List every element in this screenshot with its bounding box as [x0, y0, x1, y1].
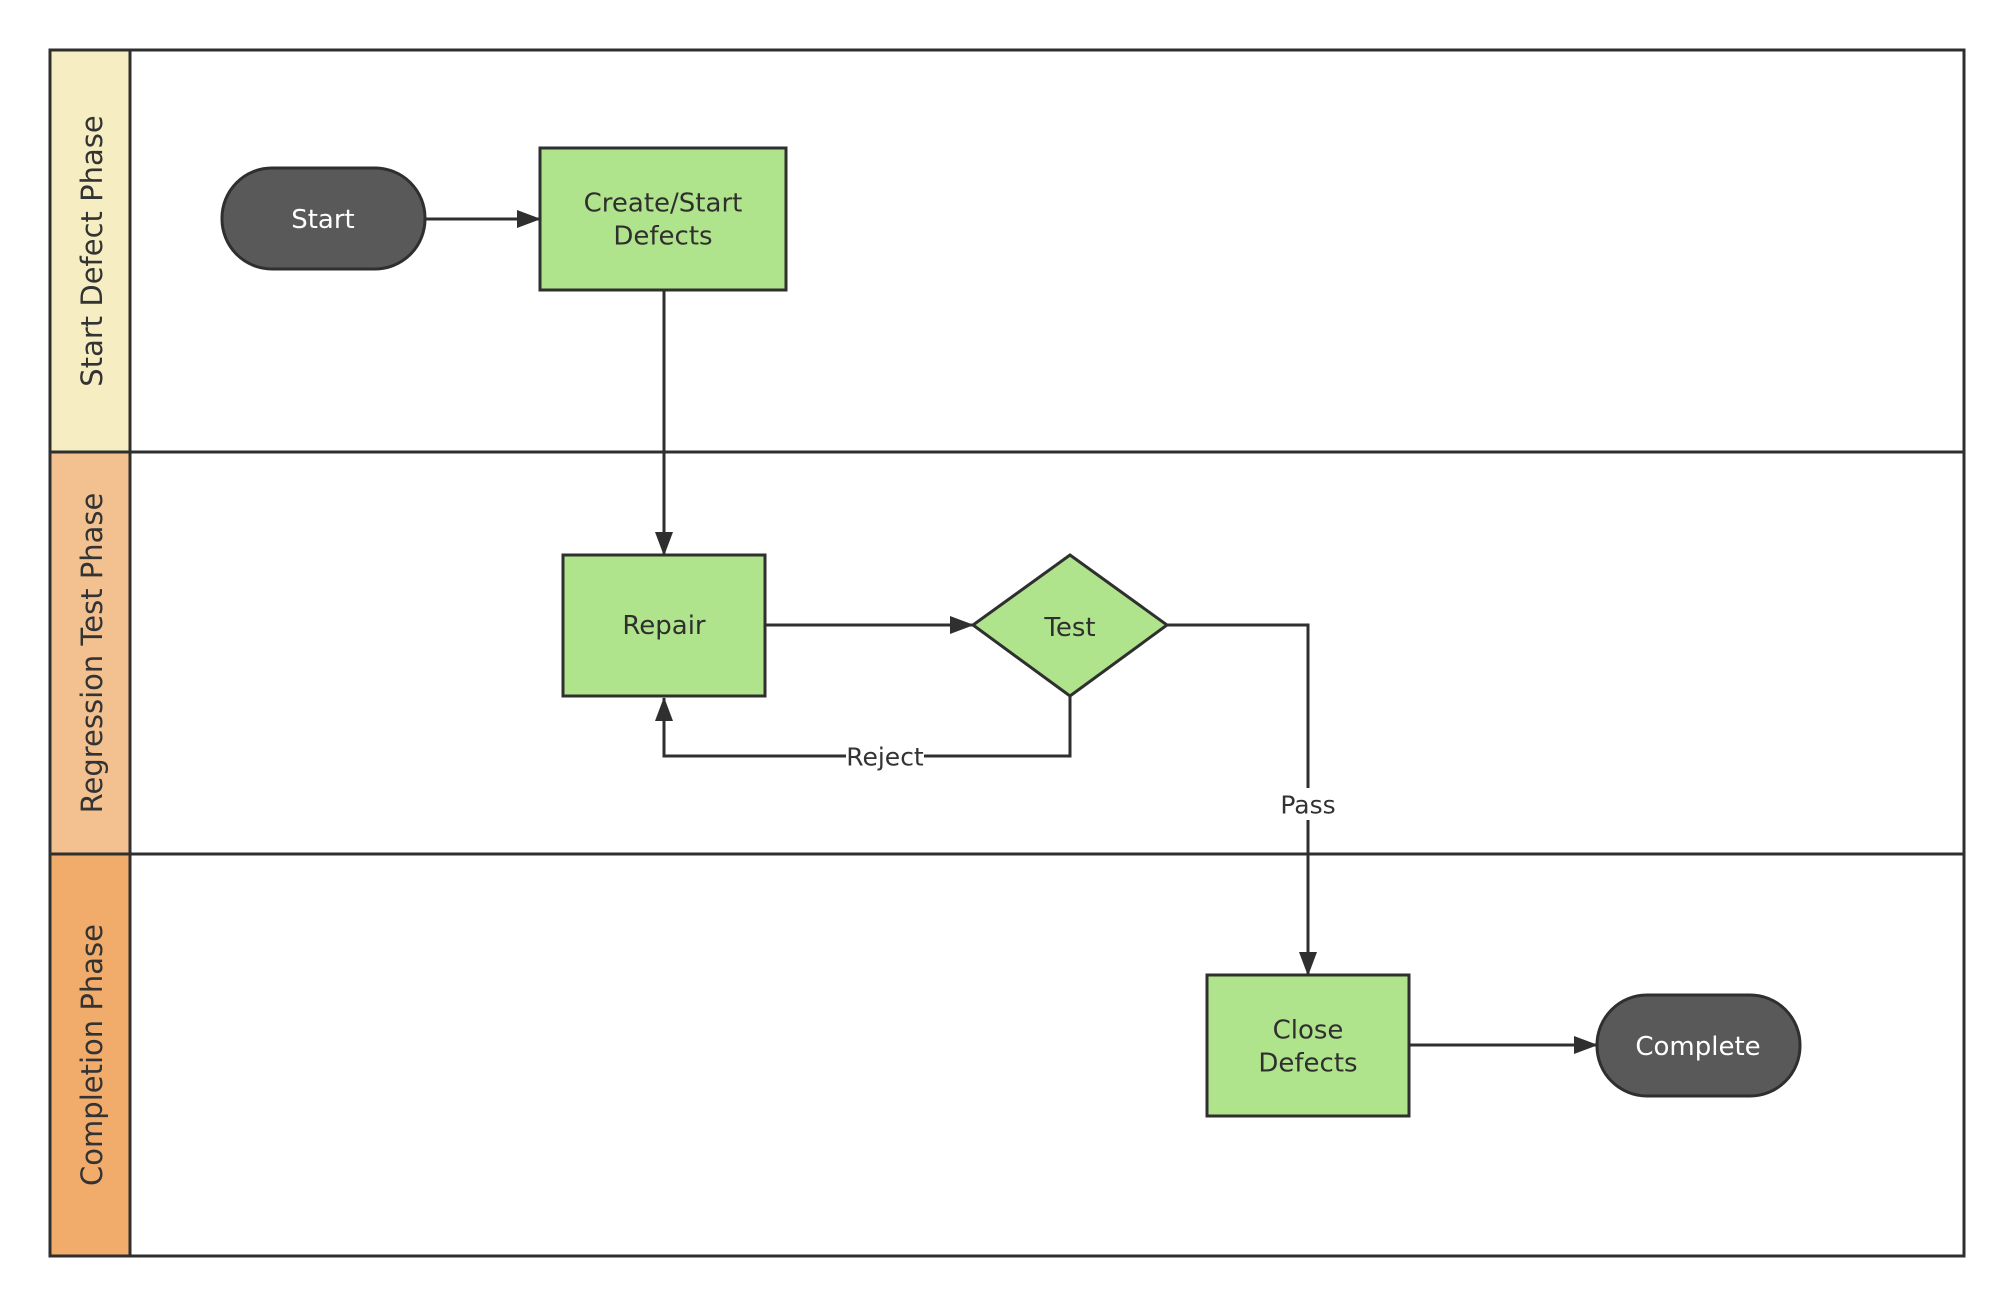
close-defects-shape: [1205, 973, 1411, 1118]
lane-2-title: Regression Test Phase: [75, 493, 109, 814]
label-line: Defects: [1258, 1049, 1357, 1079]
repair-shape: [561, 553, 767, 698]
lane-3-title: Completion Phase: [75, 924, 109, 1186]
repair-label: Repair: [622, 611, 706, 641]
reject-label-bg: [846, 740, 924, 772]
start-terminal-label: Start: [291, 205, 355, 235]
complete-terminal-shape: [1595, 993, 1802, 1098]
create-defects-shape: [538, 146, 788, 292]
lane-1-header: [48, 48, 132, 454]
connectors: Reject Pass: [425, 210, 1598, 1054]
test-label: Test: [1043, 613, 1095, 643]
complete-terminal[interactable]: Complete: [1595, 993, 1802, 1098]
repair-process[interactable]: Repair: [561, 553, 767, 698]
test-shape: [970, 553, 1170, 698]
label-line: Defects: [613, 222, 712, 252]
test-decision[interactable]: Test: [970, 553, 1170, 698]
lane-3-header: [48, 852, 132, 1258]
lane-1-title: Start Defect Phase: [75, 115, 109, 386]
complete-terminal-label: Complete: [1635, 1032, 1760, 1062]
lane-2-body: [48, 450, 1966, 856]
pass-label: Pass: [1280, 791, 1335, 820]
reject-label: Reject: [846, 743, 924, 772]
edge-test-pass-to-close: [1167, 623, 1317, 976]
label-line: Close: [1273, 1016, 1344, 1046]
pass-label-bg: [1274, 788, 1342, 820]
start-terminal[interactable]: Start: [220, 166, 427, 271]
start-terminal-shape: [220, 166, 427, 271]
label-line: Create/Start: [584, 189, 743, 219]
